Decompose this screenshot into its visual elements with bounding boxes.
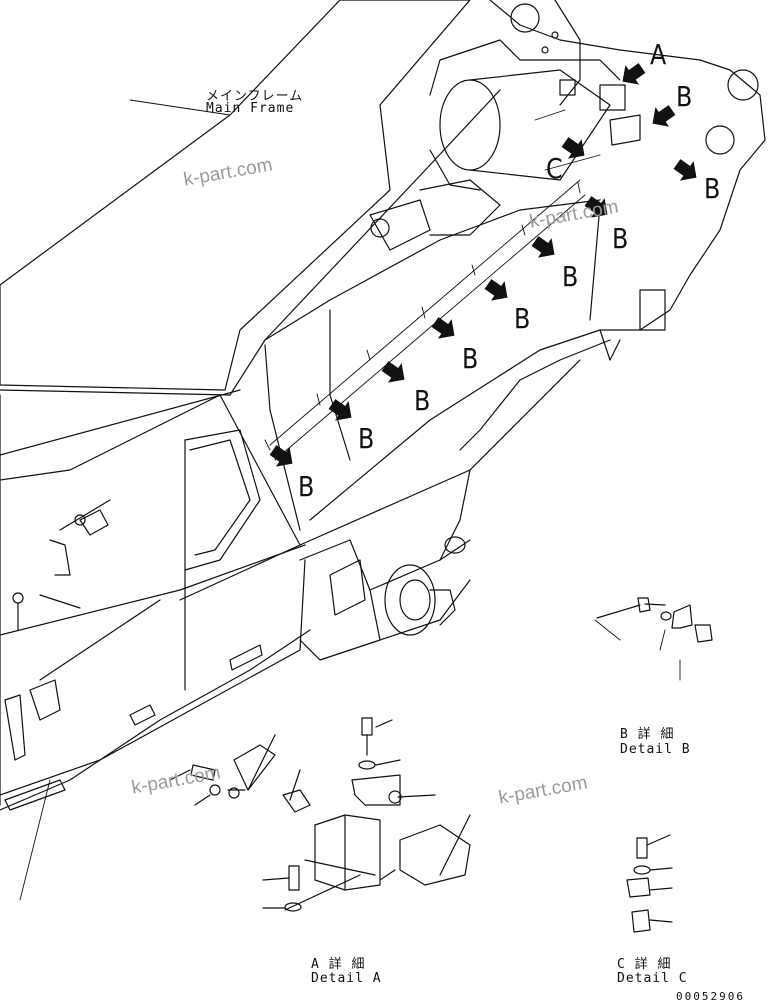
callout-b-1: B (676, 80, 693, 113)
callout-b-6: B (462, 342, 479, 375)
callout-b-7: B (414, 384, 431, 417)
detail-c-caption-en: Detail C (617, 971, 688, 986)
detail-c-parts (626, 834, 673, 933)
detail-b-caption-jp: B 詳 細 (620, 727, 675, 742)
callout-arrows (269, 63, 697, 467)
main-frame-label-en: Main Frame (206, 101, 295, 116)
callout-b-8: B (358, 422, 375, 455)
main-frame-label-jp: メインフレーム (206, 89, 304, 104)
cylinder (369, 3, 759, 361)
detail-a-caption-en: Detail A (311, 971, 382, 986)
detail-c-caption-jp: C 詳 細 (617, 957, 672, 972)
callout-b-4: B (562, 260, 579, 293)
detail-b-caption-en: Detail B (620, 742, 691, 757)
callout-c: C (546, 152, 563, 185)
callout-b-9: B (298, 470, 315, 503)
detail-b-parts (596, 597, 713, 643)
drawing-number: 00052906 (676, 990, 745, 1003)
callout-a: A (650, 38, 667, 71)
pivot-boss (329, 536, 466, 636)
detail-a-caption-jp: A 詳 細 (311, 957, 366, 972)
callout-b-3: B (612, 222, 629, 255)
detail-a-parts (169, 717, 471, 912)
leader-lines (19, 99, 681, 901)
left-hardware (12, 499, 111, 631)
frame-body (0, 0, 766, 811)
clamp-line (264, 179, 586, 461)
callout-b-2: B (704, 172, 721, 205)
callout-b-5: B (514, 302, 531, 335)
